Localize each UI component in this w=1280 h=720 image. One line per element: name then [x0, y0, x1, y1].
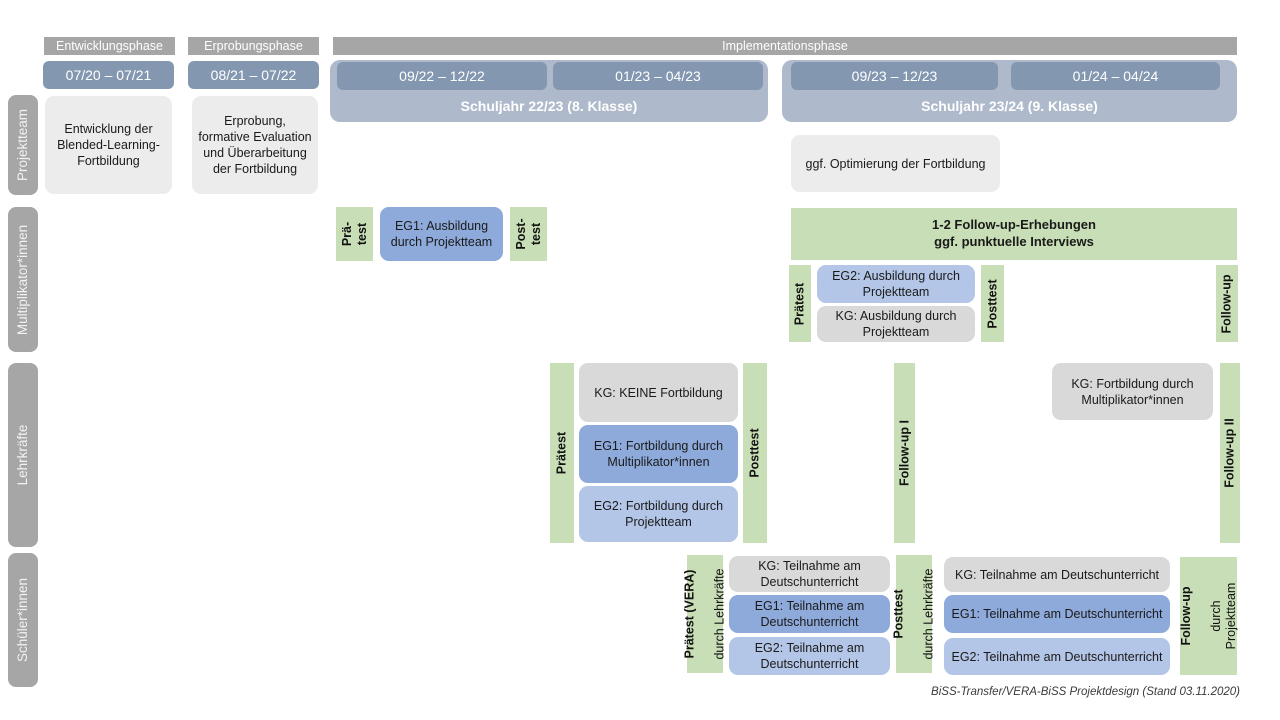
marker-followup-schueler: Follow-up durch Projektteam: [1179, 557, 1238, 675]
row-label-lehrkraefte-text: Lehrkräfte: [14, 424, 30, 486]
marker-followup-2-lehrkraefte: Follow-up II: [1220, 363, 1240, 543]
footer-caption: BiSS-Transfer/VERA-BiSS Projektdesign (S…: [931, 686, 1240, 698]
box-eg1-teilnahme-deutschunterricht-2: EG1: Teilnahme am Deutschunterricht: [944, 595, 1170, 633]
schoolyear-label-2223: Schuljahr 22/23 (8. Klasse): [460, 98, 638, 114]
marker-followup-schueler-text: Follow-up durch Projektteam: [1164, 583, 1254, 650]
box-eg1-ausbildung-projektteam: EG1: Ausbildung durch Projektteam: [380, 207, 503, 261]
row-label-projektteam: Projektteam: [8, 95, 38, 195]
marker-followup-1-lehrkraefte: Follow-up I: [894, 363, 915, 543]
date-range-0922-1222: 09/22 – 12/22: [337, 62, 547, 90]
marker-followup-multiplikatoren: Follow-up: [1216, 265, 1238, 342]
box-erprobung-evaluation: Erprobung, formative Evaluation und Über…: [192, 96, 318, 194]
marker-posttest-text: Posttest: [747, 428, 762, 478]
marker-followup-text: Follow-up: [1219, 273, 1234, 334]
marker-followup-2-text: Follow-up II: [1222, 418, 1237, 488]
date-range-0923-1223: 09/23 – 12/23: [791, 62, 998, 90]
date-range-dev: 07/20 – 07/21: [43, 61, 174, 89]
marker-praetest-text: Prä- test: [339, 221, 369, 247]
followup-sub: durch Projektteam: [1208, 582, 1238, 650]
marker-praetest-multiplikatoren-2: Prätest: [789, 265, 811, 342]
posttest-sub: durch Lehrkräfte: [921, 568, 936, 660]
box-eg1-fortbildung-multiplikatoren: EG1: Fortbildung durch Multiplikator*inn…: [579, 425, 738, 483]
box-kg-fortbildung-multiplikatoren: KG: Fortbildung durch Multiplikator*inne…: [1052, 363, 1213, 420]
row-label-projektteam-text: Projektteam: [14, 108, 30, 182]
box-followup-erhebungen: 1-2 Follow-up-Erhebungen ggf. punktuelle…: [791, 208, 1237, 260]
row-label-schueler: Schüler*innen: [8, 553, 38, 687]
box-optimierung-fortbildung: ggf. Optimierung der Fortbildung: [791, 135, 1000, 192]
row-label-lehrkraefte: Lehrkräfte: [8, 363, 38, 547]
row-label-multiplikatoren-text: Multiplikator*innen: [14, 224, 30, 335]
marker-followup-1-text: Follow-up I: [897, 420, 911, 486]
box-eg2-teilnahme-deutschunterricht-2: EG2: Teilnahme am Deutschunterricht: [944, 638, 1170, 675]
phase-bar-erprobung: Erprobungsphase: [188, 37, 319, 55]
date-range-0123-0423: 01/23 – 04/23: [553, 62, 763, 90]
marker-praetest-text: Prätest: [554, 431, 569, 475]
box-kg-ausbildung-projektteam: KG: Ausbildung durch Projektteam: [817, 306, 975, 342]
marker-praetest-multiplikatoren-1: Prä- test: [336, 207, 373, 261]
date-range-pilot: 08/21 – 07/22: [188, 61, 319, 89]
praetest-vera-sub: durch Lehrkräfte: [712, 568, 727, 660]
posttest-bold: Posttest: [891, 589, 906, 639]
box-entwicklung-fortbildung: Entwicklung der Blended-Learning-Fortbil…: [45, 96, 172, 194]
praetest-vera-bold: Prätest (VERA): [682, 569, 697, 659]
followup-bold: Follow-up: [1178, 586, 1193, 646]
marker-posttest-text: Post- test: [513, 218, 543, 250]
box-eg1-teilnahme-deutschunterricht-1: EG1: Teilnahme am Deutschunterricht: [729, 595, 890, 633]
marker-posttest-lehrkraefte: Posttest: [743, 363, 767, 543]
box-eg2-ausbildung-projektteam: EG2: Ausbildung durch Projektteam: [817, 265, 975, 303]
row-label-schueler-text: Schüler*innen: [14, 577, 30, 663]
marker-posttest-multiplikatoren-2: Posttest: [981, 265, 1004, 342]
box-kg-teilnahme-deutschunterricht-2: KG: Teilnahme am Deutschunterricht: [944, 557, 1170, 592]
schoolyear-label-2324: Schuljahr 23/24 (9. Klasse): [921, 98, 1098, 114]
row-label-multiplikatoren: Multiplikator*innen: [8, 207, 38, 352]
marker-praetest-text: Prätest: [792, 282, 807, 325]
box-eg2-teilnahme-deutschunterricht-1: EG2: Teilnahme am Deutschunterricht: [729, 637, 890, 675]
box-kg-teilnahme-deutschunterricht-1: KG: Teilnahme am Deutschunterricht: [729, 556, 890, 592]
date-range-0124-0424: 01/24 – 04/24: [1011, 62, 1220, 90]
phase-bar-implementation: Implementationsphase: [333, 37, 1237, 55]
marker-posttest-schueler: Posttest durch Lehrkräfte: [892, 555, 936, 673]
marker-posttest-multiplikatoren-1: Post- test: [510, 207, 547, 261]
box-kg-keine-fortbildung: KG: KEINE Fortbildung: [579, 363, 738, 422]
phase-bar-entwicklung: Entwicklungsphase: [44, 37, 175, 55]
marker-praetest-vera-schueler: Prätest (VERA) durch Lehrkräfte: [683, 555, 727, 673]
marker-praetest-lehrkraefte: Prätest: [550, 363, 574, 543]
marker-posttest-schueler-text: Posttest durch Lehrkräfte: [877, 568, 952, 659]
marker-posttest-text: Posttest: [985, 278, 999, 329]
box-eg2-fortbildung-projektteam: EG2: Fortbildung durch Projektteam: [579, 486, 738, 542]
